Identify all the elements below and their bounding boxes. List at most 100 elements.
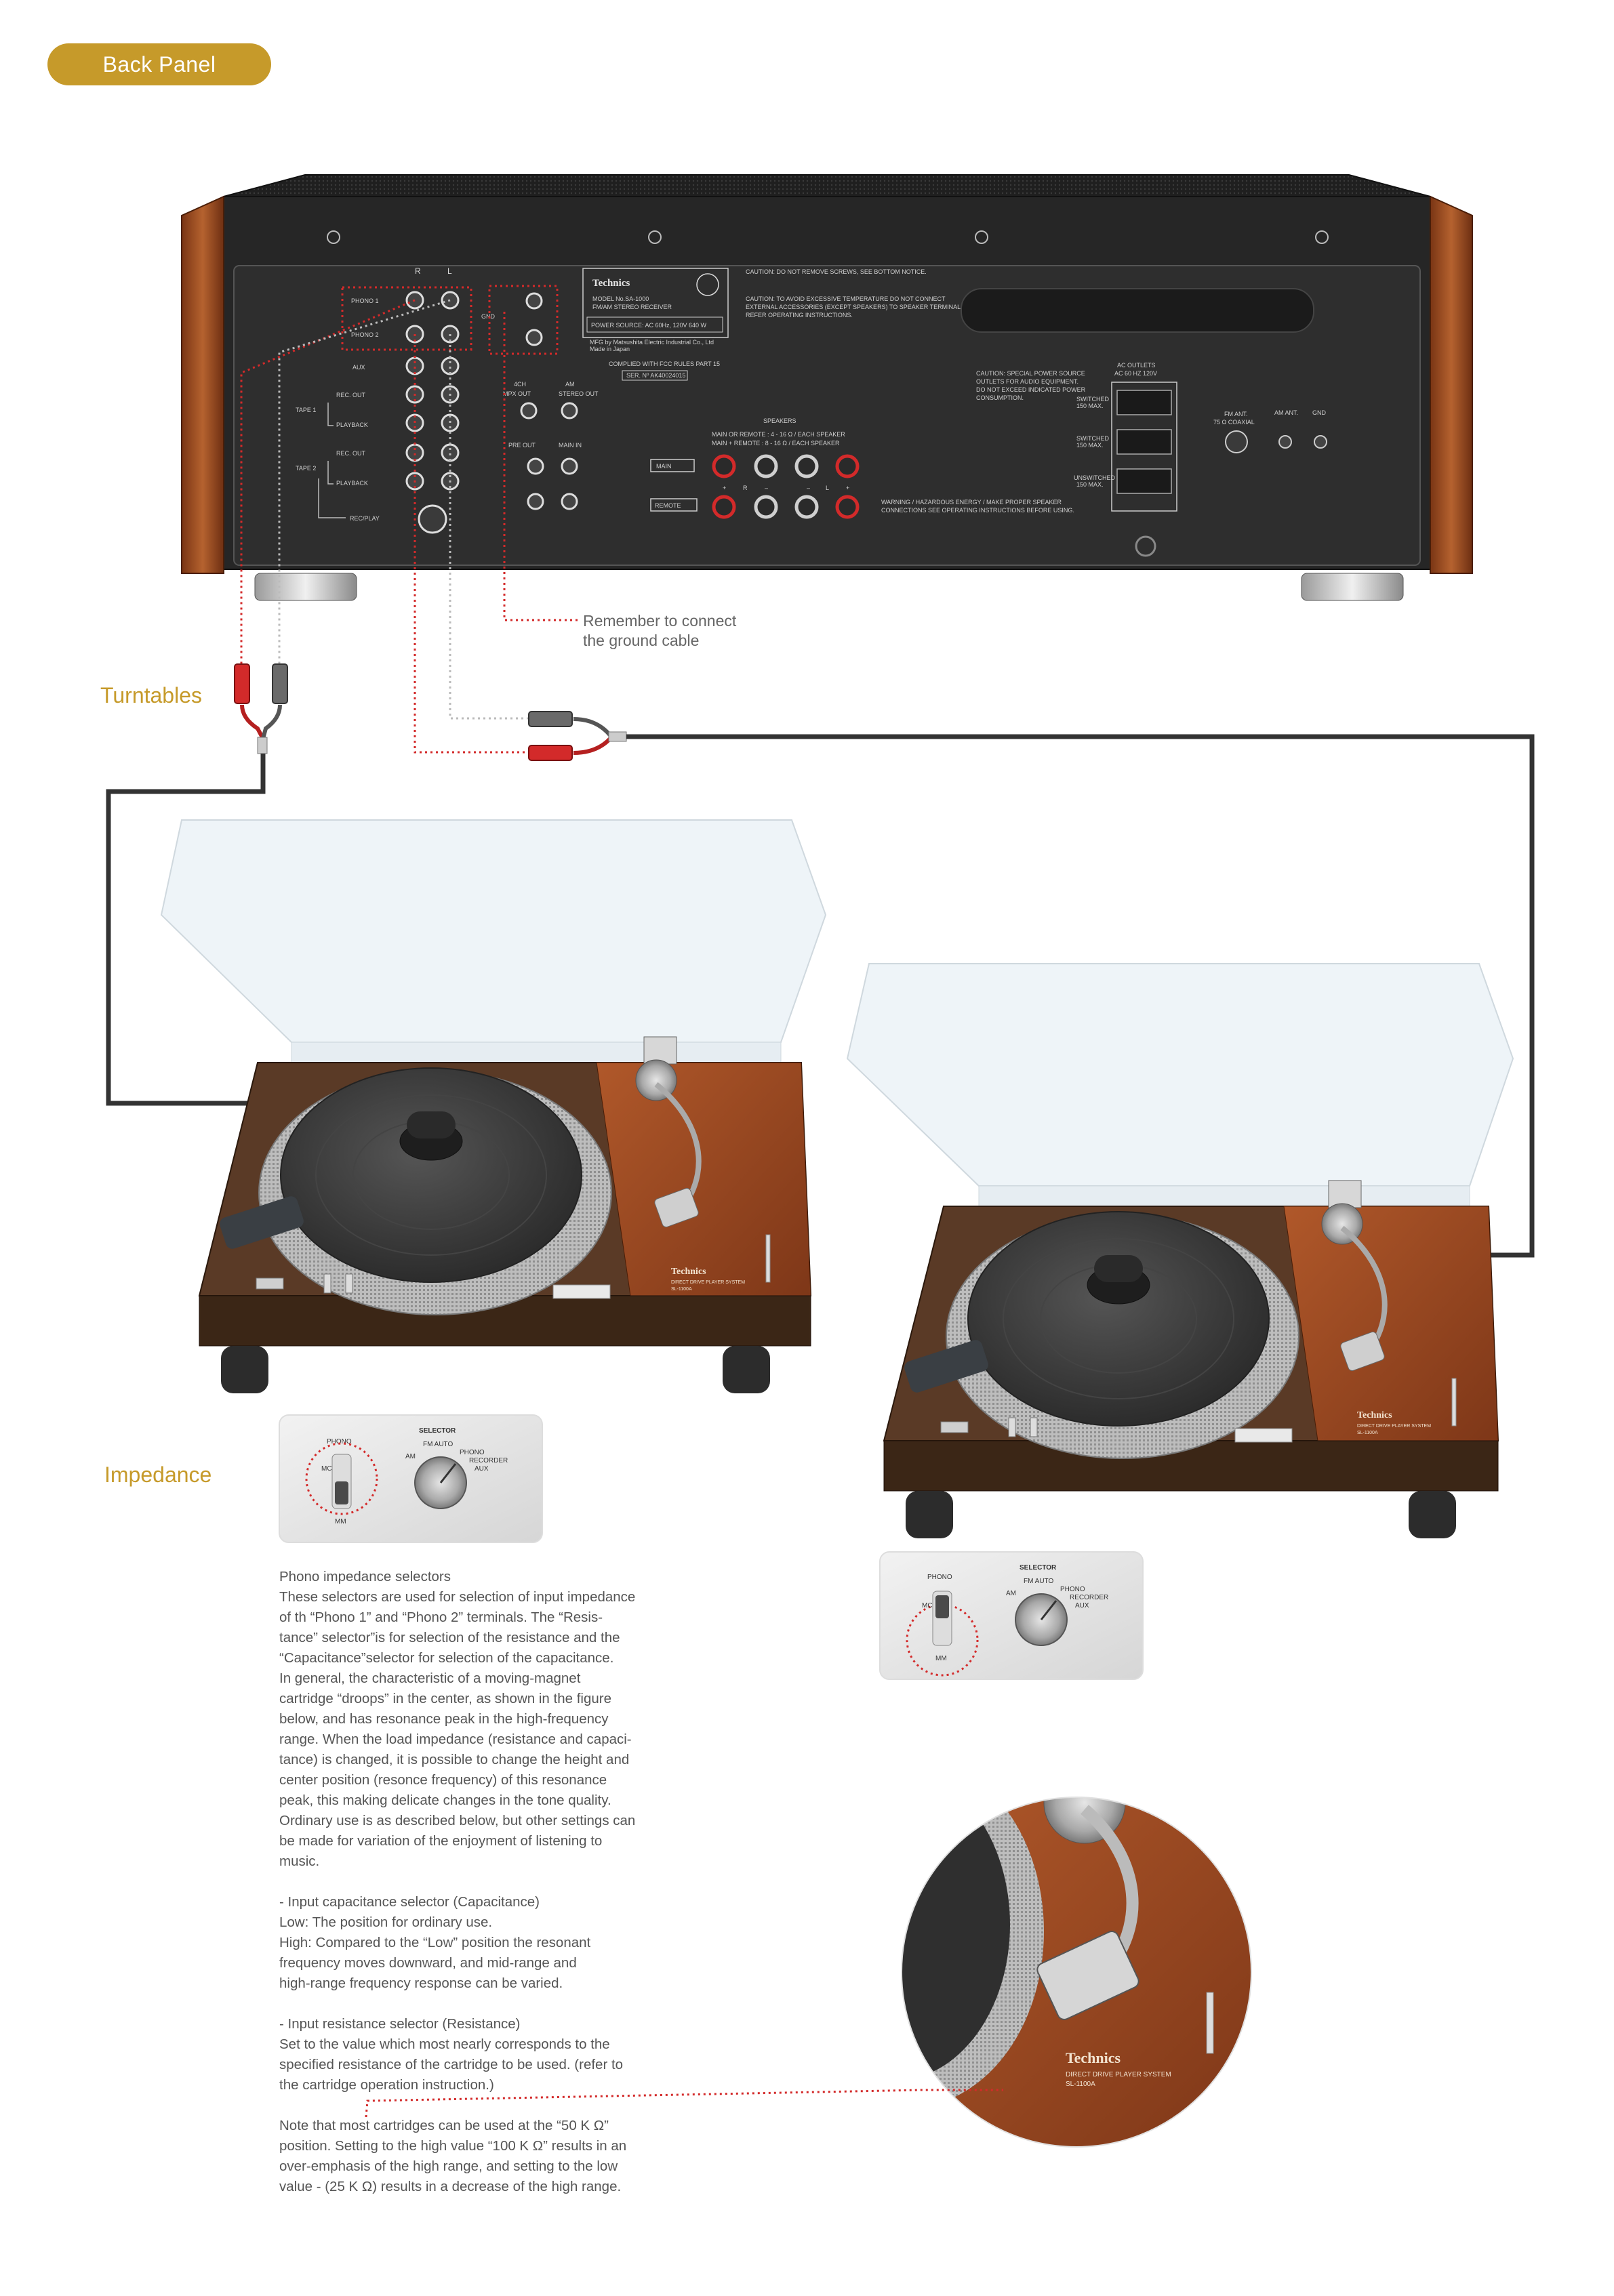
switched-rating-2: 150 MAX. (1076, 442, 1104, 449)
zoom-subtitle: DIRECT DRIVE PLAYER SYSTEM (1066, 2071, 1171, 2078)
tonearm (654, 1082, 702, 1207)
rca-jack (441, 325, 460, 344)
mat-ring (352, 1120, 510, 1230)
speed-buttons (552, 1284, 611, 1299)
switched-rating-1: 150 MAX. (1076, 403, 1104, 409)
tonearm-pivot (635, 1059, 677, 1101)
dust-cover (846, 963, 1514, 1187)
receiver-chassis (223, 196, 1431, 570)
tape1-bracket (327, 403, 334, 426)
main-box (650, 459, 695, 472)
rca-jack (527, 457, 544, 475)
recorder-label: RECORDER (469, 1457, 508, 1464)
rca-jack (405, 385, 424, 404)
record-weight (1087, 1265, 1150, 1305)
ul-logo-icon (696, 273, 719, 296)
pitch-knob (345, 1273, 353, 1294)
selector-knob (1015, 1593, 1068, 1646)
rca-jack (405, 291, 424, 310)
am-terminal (1278, 435, 1292, 449)
receiver-brand: Technics (592, 278, 630, 289)
platter-strobe-rim (946, 1214, 1299, 1459)
zoom-model: SL-1100A (1066, 2080, 1095, 2088)
caution-temp-3: REFER OPERATING INSTRUCTIONS. (746, 312, 853, 319)
rca-jack (441, 356, 460, 375)
selector-label: SELECTOR (1020, 1564, 1057, 1572)
rca-jack (520, 402, 538, 419)
jack-label-l: L (447, 266, 452, 276)
screw-icon (975, 230, 988, 244)
turntable2-cable (626, 734, 1535, 1258)
fm-antenna-socket (1225, 430, 1248, 453)
phono-pos-label: PHONO (460, 1449, 485, 1456)
rca-jack (405, 472, 424, 491)
spindle-cap (407, 1111, 456, 1139)
knob-pointer (439, 1463, 457, 1483)
zoom-tonearm (1081, 1805, 1139, 1969)
serial-box (622, 370, 688, 381)
rca-jack (441, 472, 460, 491)
zoom-wood-background (902, 1797, 1251, 2147)
rca-jack (405, 325, 424, 344)
turntable-subtitle: DIRECT DRIVE PLAYER SYSTEM (1357, 1424, 1431, 1429)
gnd-highlight (488, 285, 559, 355)
switched-label-2: SWITCHED (1076, 435, 1109, 442)
selector-plate (879, 1551, 1144, 1680)
mat-ring (1003, 1238, 1234, 1399)
description-paragraph-4: Note that most cartridges can be used at… (279, 2118, 627, 2194)
rca-jack (441, 443, 460, 462)
ac-outlets-label: AC OUTLETS (1117, 362, 1156, 369)
rca-jack (527, 493, 544, 510)
rca-jack (441, 291, 460, 310)
pitch-knob (1030, 1417, 1038, 1437)
mm-label: MM (335, 1518, 346, 1525)
rca-cable-red (240, 704, 265, 740)
ac-outlet (1116, 390, 1172, 415)
ac-outlet (1116, 429, 1172, 455)
speaker-terminal-red (835, 495, 860, 519)
speaker-terminal-red (712, 454, 736, 478)
remote-label: REMOTE (655, 502, 681, 509)
mc-mm-switch (331, 1454, 352, 1509)
ground-note-line-2: the ground cable (583, 632, 700, 649)
unswitched-label: UNSWITCHED (1074, 474, 1115, 481)
tonearm-board (1283, 1206, 1499, 1441)
turntable-model: SL-1100A (671, 1287, 692, 1292)
r-mark: R (743, 485, 748, 491)
caution-power-4: CONSUMPTION. (976, 394, 1024, 401)
zoom-headshell (1036, 1931, 1139, 2020)
turntable-brand: Technics (1357, 1410, 1392, 1420)
dust-brush-icon (220, 1196, 304, 1249)
speakers-label: SPEAKERS (763, 417, 796, 424)
tonearm-board (596, 1062, 811, 1296)
selector-plate (279, 1414, 543, 1543)
ground-guide (503, 312, 578, 621)
jack-label-aux: AUX (352, 364, 365, 371)
screw-icon (1315, 230, 1329, 244)
phono-label: PHONO (327, 1438, 352, 1446)
jack-label-am: AM (565, 381, 575, 388)
cue-lever (765, 1234, 771, 1283)
phono2-r-guide (413, 334, 529, 754)
wood-side-left (181, 195, 224, 574)
selector-label: SELECTOR (419, 1427, 456, 1435)
din-socket (418, 504, 447, 534)
heatsink-bar (961, 288, 1314, 333)
aux-label: AUX (1075, 1602, 1089, 1610)
jack-label-pre-out: PRE OUT (508, 442, 536, 449)
speakers-line-1: MAIN OR REMOTE : 4 - 16 Ω / EACH SPEAKER (712, 431, 845, 438)
cable-splitter-2 (608, 731, 627, 742)
tape2-bracket (327, 461, 334, 485)
speaker-terminals: + R – – L + (712, 454, 860, 519)
start-stop-switch (256, 1277, 284, 1290)
turntable-model: SL-1100A (1357, 1431, 1378, 1435)
receiver-top-grille (223, 174, 1431, 197)
jack-label-gnd: GND (481, 313, 496, 320)
plinth-top (198, 1062, 812, 1296)
jack-label-rec-play: REC/PLAY (350, 515, 380, 522)
impedance-heading: Impedance (104, 1462, 212, 1487)
fcc-text: COMPLIED WITH FCC RULES PART 15 (609, 361, 720, 367)
fm-ant-label: FM ANT. (1224, 411, 1248, 417)
platter-mat (280, 1067, 582, 1283)
phono2-l-guide (449, 334, 529, 720)
